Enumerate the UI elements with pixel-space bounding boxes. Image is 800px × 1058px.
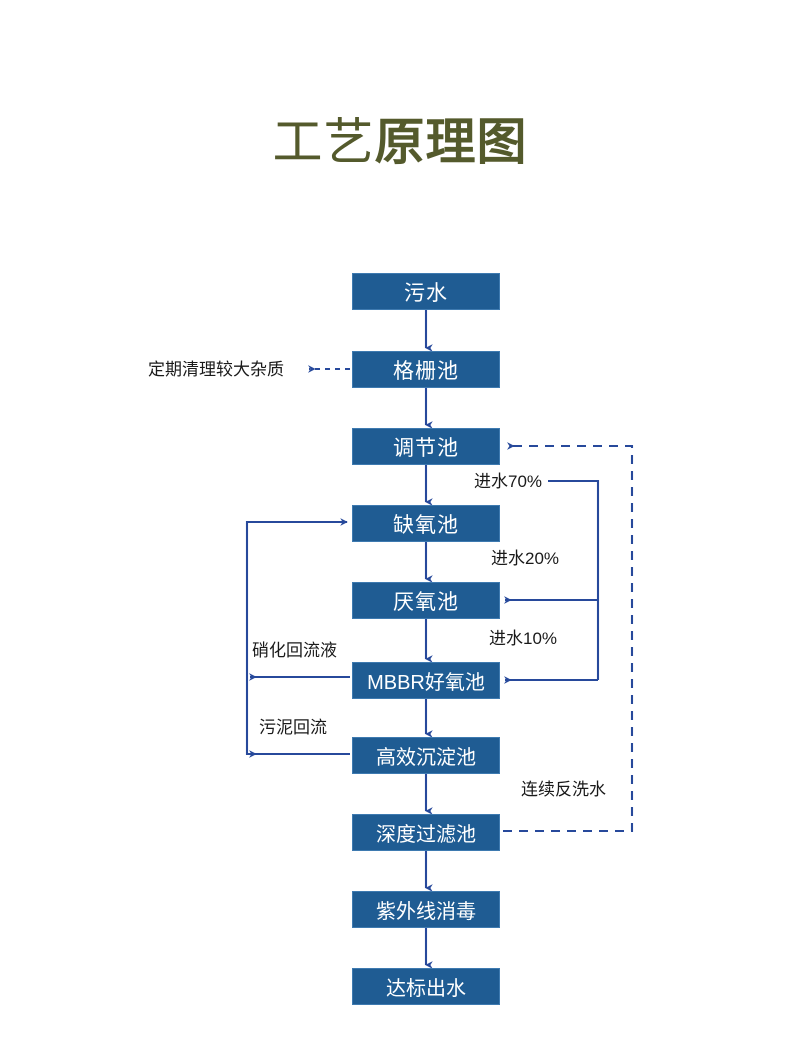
node-sewage-label: 污水 <box>404 281 448 305</box>
node-high-efficiency-sedimentation-tank-label: 高效沉淀池 <box>376 747 476 769</box>
node-compliant-effluent[interactable]: 达标出水 <box>352 968 500 1005</box>
label-continuous-backwash-water-text: 连续反洗水 <box>521 780 606 799</box>
label-nitrified-liquor-return-text: 硝化回流液 <box>252 641 337 660</box>
node-mbbr-aerobic-tank-label: MBBR好氧池 <box>367 672 485 694</box>
node-anoxic-tank[interactable]: 缺氧池 <box>352 505 500 542</box>
node-sewage[interactable]: 污水 <box>352 273 500 310</box>
label-inflow-10-text: 进水10% <box>489 629 558 648</box>
page-title-light: 工艺 <box>272 114 375 170</box>
label-inflow-20-text: 进水20% <box>491 549 560 568</box>
node-anaerobic-tank[interactable]: 厌氧池 <box>352 582 500 619</box>
node-deep-filtration-tank-label: 深度过滤池 <box>376 824 476 846</box>
node-regulating-tank[interactable]: 调节池 <box>352 428 500 465</box>
node-grid-pool[interactable]: 格栅池 <box>352 351 500 388</box>
edge-inflow-70-trunk <box>548 479 600 680</box>
label-clean-debris-text: 定期清理较大杂质 <box>148 360 284 379</box>
label-inflow-10: 进水10% <box>489 629 557 649</box>
node-regulating-tank-label: 调节池 <box>393 436 459 460</box>
node-uv-disinfection[interactable]: 紫外线消毒 <box>352 891 500 928</box>
label-inflow-70-text: 进水70% <box>474 472 543 491</box>
node-uv-disinfection-label: 紫外线消毒 <box>376 901 476 923</box>
label-continuous-backwash-water: 连续反洗水 <box>521 780 606 800</box>
node-mbbr-aerobic-tank[interactable]: MBBR好氧池 <box>352 662 500 699</box>
label-sludge-return: 污泥回流 <box>259 718 327 738</box>
node-anoxic-tank-label: 缺氧池 <box>393 513 459 537</box>
label-clean-debris: 定期清理较大杂质 <box>148 360 284 380</box>
node-grid-pool-label: 格栅池 <box>393 359 459 383</box>
page-title-bold: 原理图 <box>374 114 528 170</box>
node-anaerobic-tank-label: 厌氧池 <box>393 590 459 614</box>
label-nitrified-liquor-return: 硝化回流液 <box>252 641 337 661</box>
node-high-efficiency-sedimentation-tank[interactable]: 高效沉淀池 <box>352 737 500 774</box>
node-deep-filtration-tank[interactable]: 深度过滤池 <box>352 814 500 851</box>
node-compliant-effluent-label: 达标出水 <box>386 978 466 1000</box>
page-title: 工艺原理图 <box>0 112 800 172</box>
label-inflow-20: 进水20% <box>491 549 559 569</box>
label-inflow-70: 进水70% <box>474 472 542 492</box>
label-sludge-return-text: 污泥回流 <box>259 718 327 737</box>
